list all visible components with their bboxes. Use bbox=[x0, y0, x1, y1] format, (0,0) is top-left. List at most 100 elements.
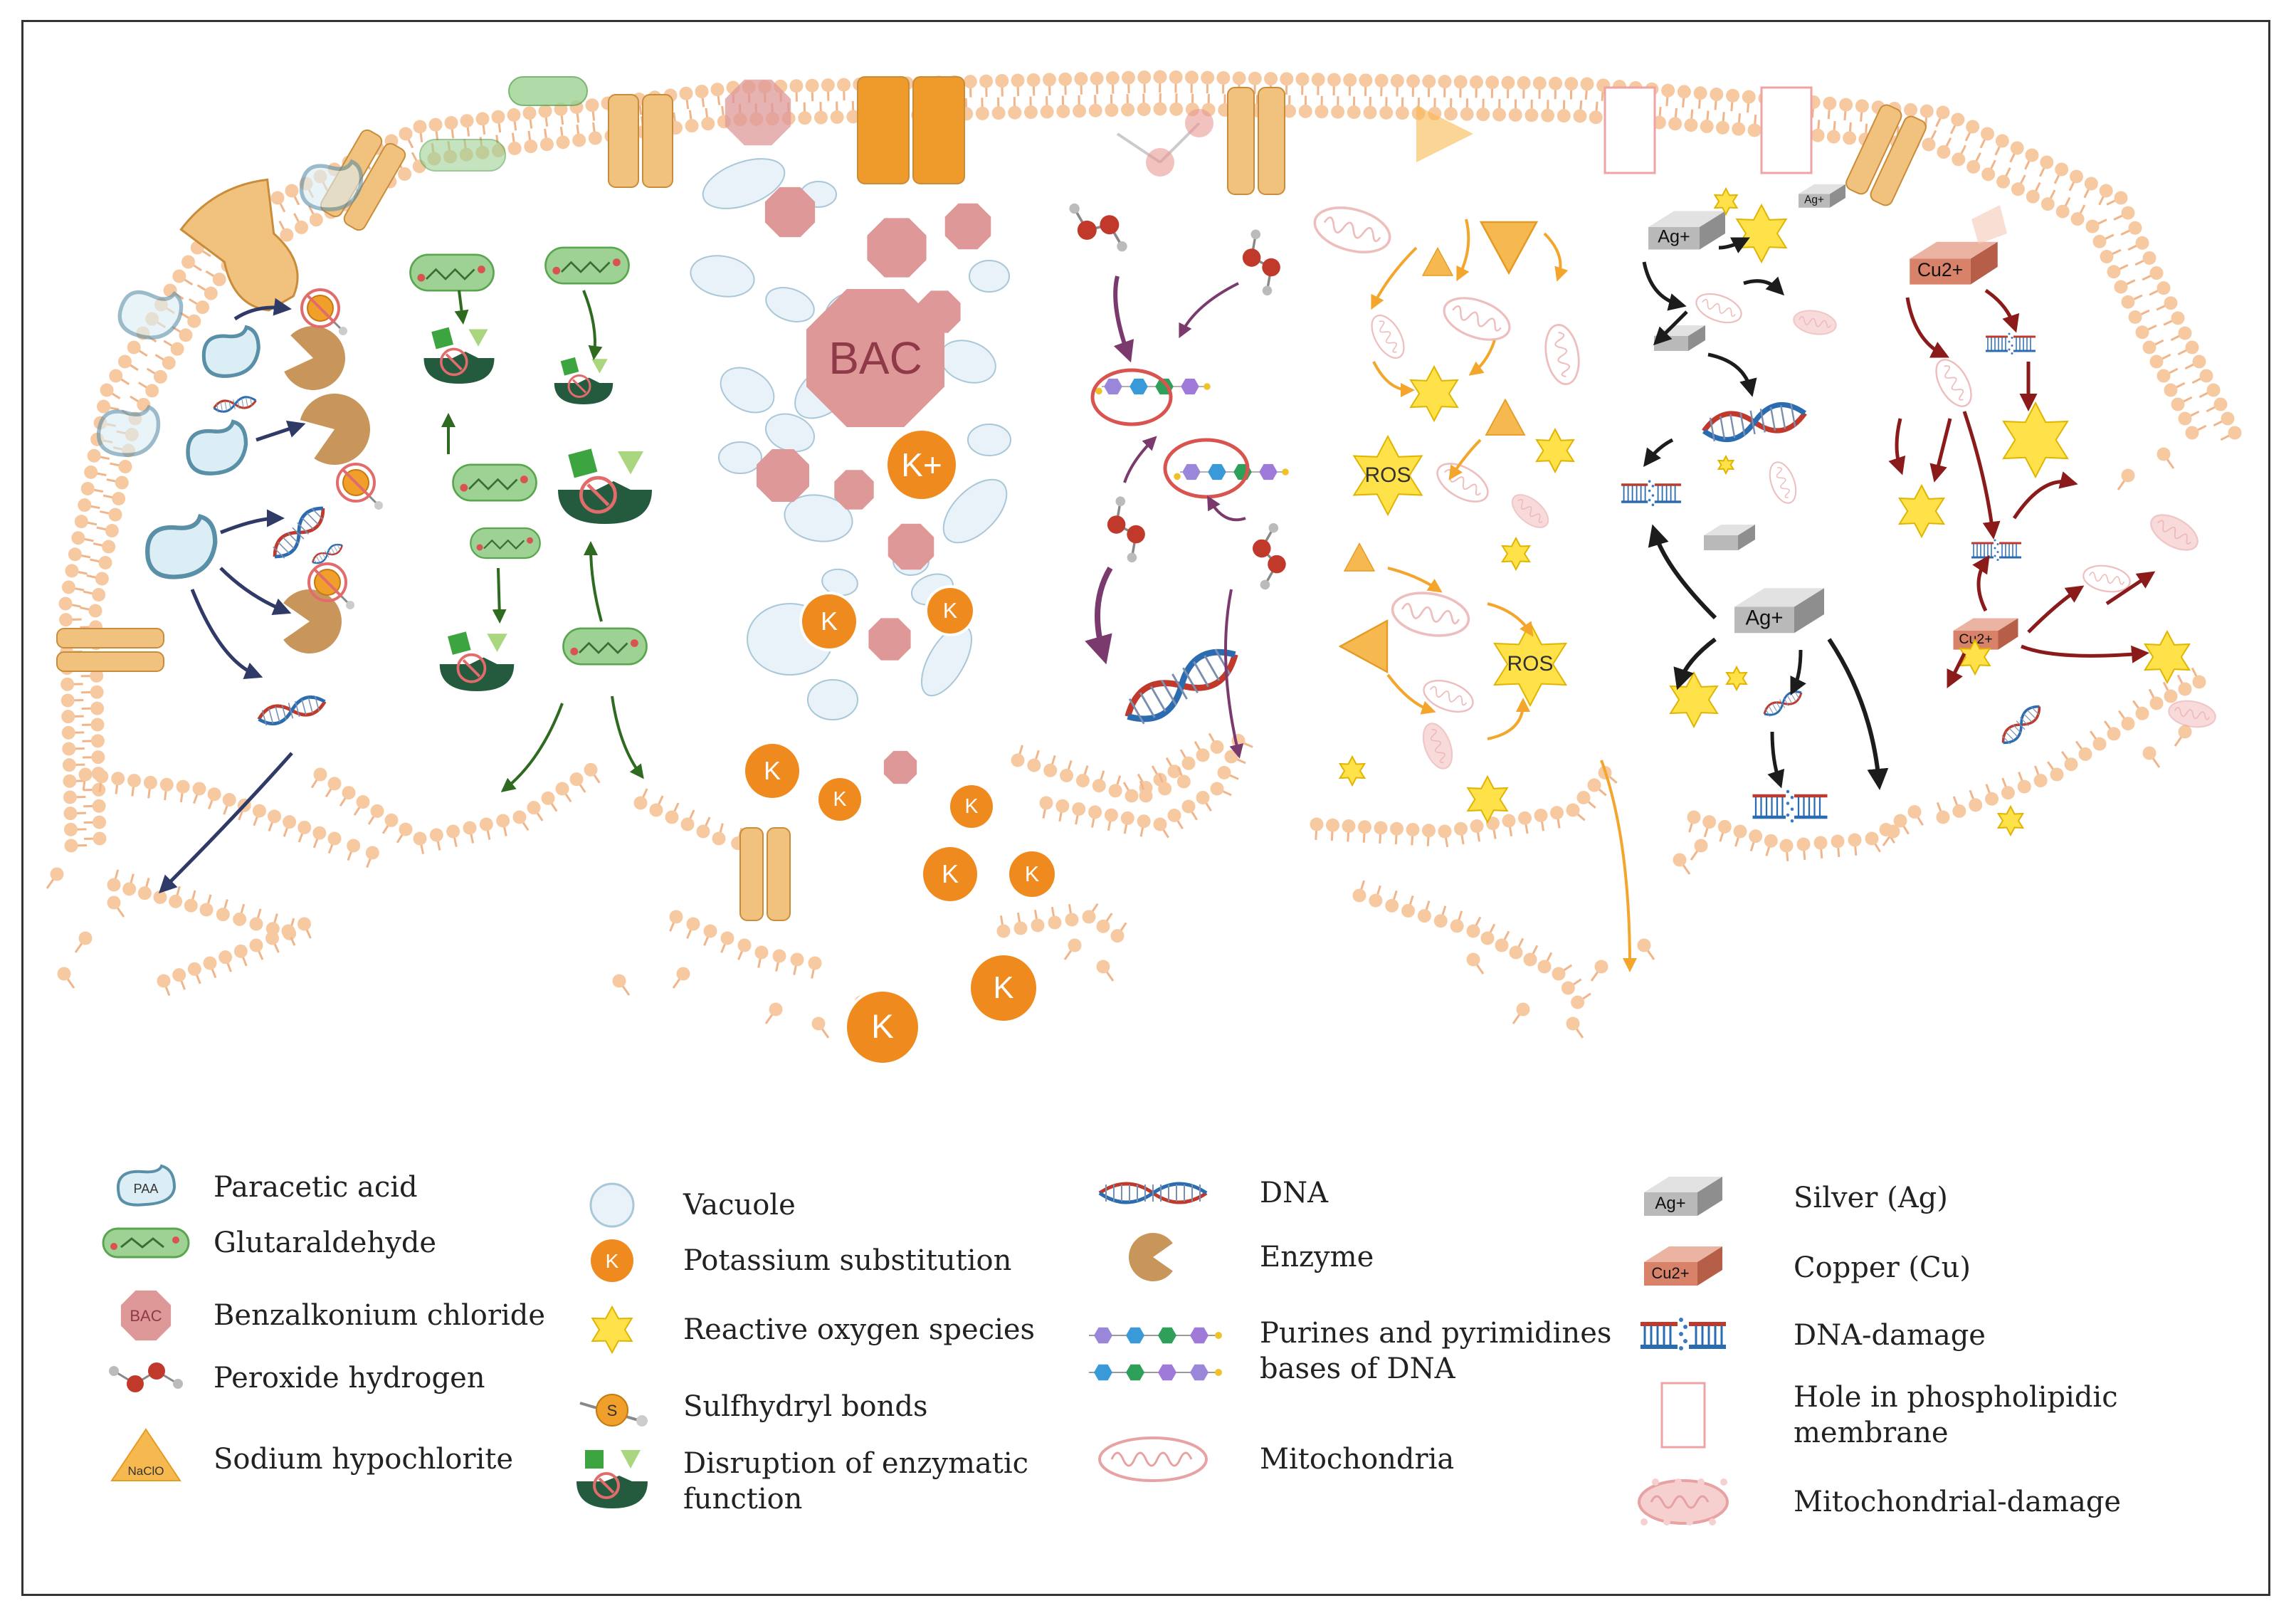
lipid-head bbox=[1966, 120, 1980, 134]
lipid-head bbox=[1073, 104, 1087, 118]
lipid-head bbox=[2121, 295, 2135, 309]
lipid-head bbox=[1981, 127, 1994, 141]
copper-arrow bbox=[1929, 418, 1952, 483]
lipid-head bbox=[50, 867, 64, 881]
bac-text: BAC bbox=[130, 1307, 162, 1325]
lipid-head bbox=[1096, 919, 1110, 933]
lipid-head bbox=[249, 938, 263, 952]
o-atom bbox=[520, 476, 528, 483]
base bbox=[1190, 1327, 1208, 1344]
bac-in-membrane bbox=[725, 79, 791, 146]
glut-arrow bbox=[584, 541, 603, 622]
lipid-head bbox=[2011, 182, 2025, 196]
block-side bbox=[1697, 1246, 1722, 1286]
hydrogen-peroxide bbox=[1069, 203, 1127, 252]
legend-label-membrane-hole: Hole in phospholipidic membrane bbox=[1794, 1381, 2118, 1449]
potassium-ion bbox=[950, 785, 993, 828]
dna-rung bbox=[315, 555, 320, 563]
lipid-head bbox=[2164, 689, 2178, 703]
lipid-head bbox=[74, 515, 88, 529]
mitochondrion bbox=[1443, 297, 1511, 341]
fragment bbox=[1994, 555, 1996, 557]
lipid-head bbox=[1981, 167, 1996, 182]
lipid-head bbox=[159, 777, 174, 792]
lipid-head bbox=[1104, 808, 1118, 822]
legend-label-vacuole: Vacuole bbox=[683, 1189, 796, 1222]
silver-arrow bbox=[1653, 310, 1688, 346]
phosphate bbox=[1095, 387, 1102, 395]
lipid-head bbox=[280, 228, 294, 242]
block-side bbox=[1794, 588, 1824, 634]
lipid-head bbox=[2050, 767, 2064, 782]
lipid-head bbox=[1088, 103, 1102, 117]
glut-chain bbox=[120, 1237, 164, 1249]
debris bbox=[1720, 1478, 1727, 1486]
lipid-head bbox=[1532, 76, 1547, 90]
lipid-head bbox=[1358, 820, 1371, 834]
lipid-head bbox=[84, 465, 98, 479]
ros-star bbox=[1735, 203, 1788, 264]
damaged-mitochondrion bbox=[1793, 310, 1837, 335]
phosphate bbox=[1204, 383, 1211, 390]
lipid-head bbox=[821, 78, 835, 93]
cristae bbox=[1799, 316, 1831, 328]
lipid-head bbox=[1184, 70, 1199, 85]
base bbox=[1259, 463, 1278, 480]
dna-strand bbox=[213, 396, 257, 413]
membrane-fragment bbox=[1936, 667, 2206, 824]
cristae bbox=[1702, 298, 1736, 317]
damaged-mitochondrion bbox=[1422, 723, 1453, 770]
lipid-head bbox=[790, 952, 804, 967]
lipid-head bbox=[1831, 834, 1845, 849]
lipid-head bbox=[1216, 70, 1231, 85]
base bbox=[1129, 378, 1148, 395]
lipid-head bbox=[90, 668, 104, 683]
lipid-head bbox=[2199, 369, 2213, 383]
dna-rung bbox=[306, 513, 319, 525]
lipid-head bbox=[1352, 888, 1366, 903]
lipid-head bbox=[572, 133, 586, 147]
lipid-head bbox=[1811, 128, 1825, 142]
ros-star bbox=[1725, 665, 1748, 692]
lipid-head bbox=[1687, 810, 1701, 824]
o-atom bbox=[478, 266, 485, 273]
lipid-head bbox=[1502, 814, 1516, 828]
damaged-mitochondrion bbox=[2150, 514, 2198, 551]
substrate-b bbox=[621, 1450, 641, 1469]
fragment bbox=[1996, 559, 1999, 561]
naclo-arrow bbox=[1386, 673, 1436, 715]
dna-rung bbox=[246, 397, 248, 408]
ros-star-large bbox=[1492, 621, 1568, 708]
fragment bbox=[1683, 1325, 1687, 1329]
vacuole bbox=[765, 287, 815, 322]
lipid-head bbox=[1210, 782, 1224, 796]
lipid-head bbox=[107, 878, 121, 892]
silver-arrow bbox=[1673, 637, 1717, 690]
lipid-head bbox=[1196, 748, 1210, 762]
mitochondrion bbox=[1371, 314, 1405, 359]
lipid-head bbox=[1523, 952, 1537, 967]
lipid-head bbox=[90, 718, 105, 732]
paa-shape bbox=[117, 290, 184, 340]
fragment bbox=[1648, 489, 1651, 493]
lipid-head bbox=[555, 782, 569, 796]
fragment bbox=[2011, 337, 2013, 339]
lipid-head bbox=[2149, 266, 2164, 280]
lipid-head bbox=[169, 894, 183, 908]
debris bbox=[1641, 1518, 1648, 1525]
silver-arrow bbox=[1790, 649, 1806, 695]
dna-rung bbox=[325, 550, 330, 558]
lipid-head bbox=[1492, 107, 1507, 122]
o-atom bbox=[1253, 539, 1271, 558]
figure-frame bbox=[21, 20, 2270, 1596]
h-atom bbox=[1262, 285, 1273, 296]
lipid-head bbox=[1549, 76, 1563, 90]
lipid-head bbox=[979, 74, 994, 88]
lipid-head bbox=[2178, 326, 2192, 340]
lipid-head bbox=[1580, 77, 1594, 91]
legend-label-enzyme: Enzyme bbox=[1260, 1241, 1374, 1273]
dna-rung bbox=[216, 402, 219, 413]
dna-rung bbox=[287, 532, 300, 545]
lipid-head bbox=[61, 725, 75, 740]
lipid-head bbox=[1264, 72, 1278, 86]
